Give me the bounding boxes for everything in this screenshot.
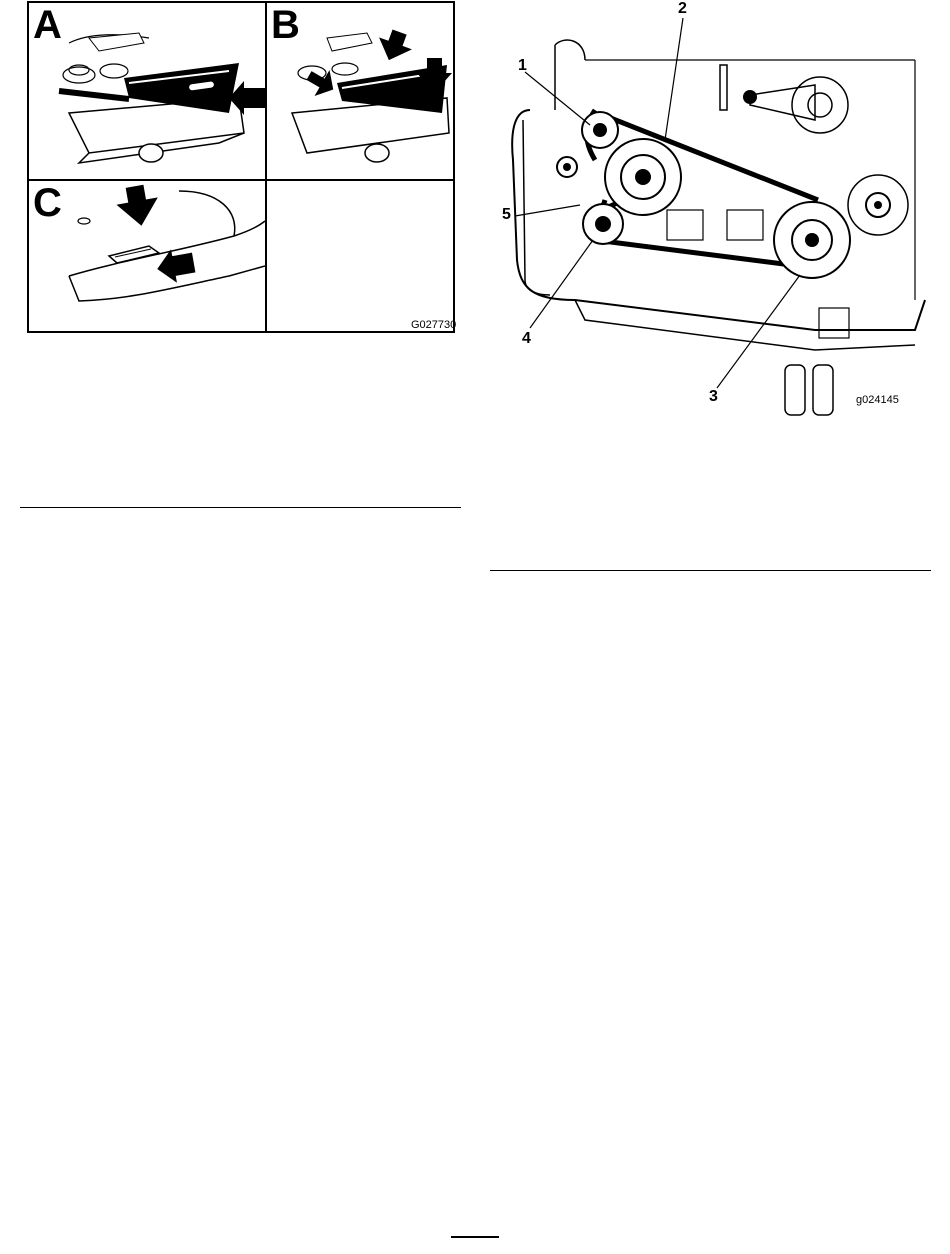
- panel-a: A: [29, 3, 265, 179]
- callout-1: 1: [518, 57, 527, 75]
- belt-routing-figure: 1 2 3 4 5 g024145: [495, 0, 935, 430]
- callout-5: 5: [502, 206, 511, 224]
- installation-figure: A B C G027730: [27, 1, 455, 333]
- panel-b: B: [267, 3, 455, 179]
- belt-routing-illustration: [495, 0, 935, 430]
- panel-letter-b: B: [271, 5, 300, 45]
- callout-4: 4: [522, 330, 531, 348]
- panel-letter-a: A: [33, 5, 62, 45]
- callout-3: 3: [709, 388, 718, 406]
- section-rule-left: [20, 507, 461, 508]
- figure-code-right: g024145: [856, 394, 899, 406]
- panel-c-illustration: [29, 181, 265, 333]
- panel-c: C: [29, 181, 265, 333]
- page-number-underline: [451, 1236, 499, 1238]
- panel-a-illustration: [29, 3, 265, 179]
- figure-code-left: G027730: [411, 319, 456, 331]
- callout-2: 2: [678, 0, 687, 18]
- section-rule-right: [490, 570, 931, 571]
- panel-letter-c: C: [33, 183, 62, 223]
